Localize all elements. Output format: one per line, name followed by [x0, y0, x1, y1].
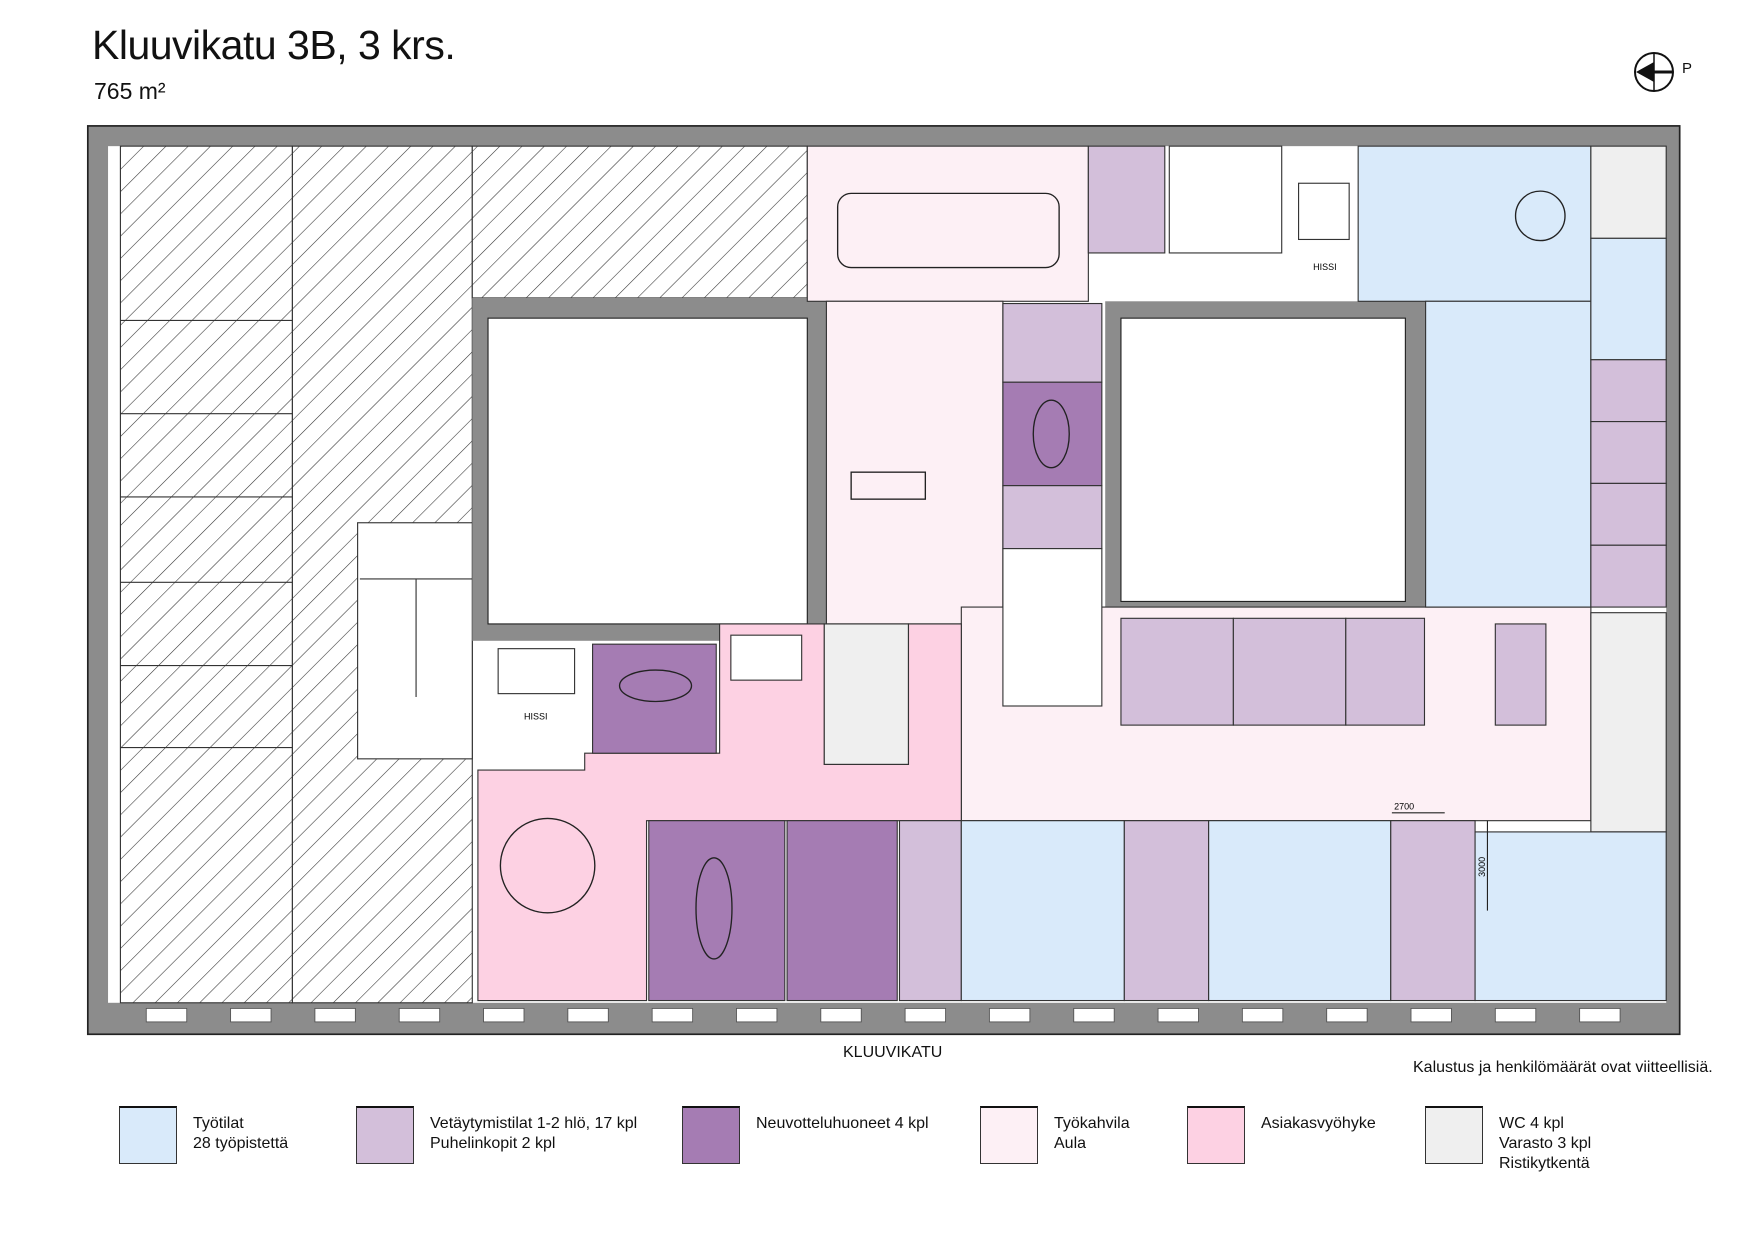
stairwell-center [1002, 548, 1103, 707]
zone-workspace-top [1357, 145, 1592, 302]
zone-retreat [1120, 617, 1234, 726]
disclaimer-note: Kalustus ja henkilömäärät ovat viitteell… [1413, 1059, 1713, 1076]
shaft [730, 634, 803, 681]
hatched-area-left [119, 145, 293, 1004]
legend-sublabel: Ristikytkentä [1499, 1155, 1590, 1172]
legend-label: Työtilat [193, 1115, 244, 1132]
page-title: Kluuvikatu 3B, 3 krs. [92, 22, 456, 68]
legend-swatch [682, 1106, 740, 1164]
north-arrow-icon [1634, 52, 1674, 92]
zone-retreat [1390, 820, 1476, 1002]
zone-tyokahvila-top [806, 145, 1089, 302]
legend-label: Työkahvila [1054, 1115, 1130, 1132]
legend-sublabel: 28 työpistettä [193, 1135, 289, 1152]
zone-retreat [1590, 359, 1667, 423]
elevator-top [1298, 182, 1350, 241]
zone-storage [1590, 145, 1667, 239]
legend-item-asiakasvyohyke: Asiakasvyöhyke [1187, 1106, 1376, 1164]
legend-swatch [1187, 1106, 1245, 1164]
legend-swatch [356, 1106, 414, 1164]
zone-workspace-right [1425, 300, 1592, 608]
legend-item-tyotilat: Työtilat 28 työpistettä [119, 1106, 288, 1164]
legend-label: Neuvotteluhuoneet 4 kpl [756, 1115, 929, 1132]
legend-swatch [980, 1106, 1038, 1164]
legend-sublabel: Varasto 3 kpl [1499, 1135, 1592, 1152]
legend-label: Asiakasvyöhyke [1261, 1115, 1376, 1132]
courtyard-2-light [1120, 317, 1406, 603]
elevators-left [497, 648, 576, 695]
zone-meeting-room [1002, 381, 1103, 487]
zone-workspace [1208, 820, 1392, 1002]
legend-label: WC 4 kpl [1499, 1115, 1564, 1132]
legend-sublabel: Aula [1054, 1135, 1087, 1152]
zone-tyokahvila-side [825, 300, 1004, 625]
floor-area: 765 m² [94, 78, 166, 104]
zone-retreat [1590, 544, 1667, 608]
elevator-label: HISSI [1313, 262, 1336, 272]
zone-wc [1590, 612, 1667, 833]
zone-retreat [1590, 482, 1667, 546]
zone-workspace-small [1590, 237, 1667, 361]
zone-retreat [1232, 617, 1347, 726]
courtyard-1-light [487, 317, 808, 625]
zone-meeting-room [592, 643, 717, 754]
elevator-label: HISSI [524, 711, 547, 721]
legend-swatch [1425, 1106, 1483, 1164]
zone-retreat [898, 820, 962, 1002]
legend-item-neuvotteluhuoneet: Neuvotteluhuoneet 4 kpl [682, 1106, 929, 1164]
zone-workspace [960, 820, 1125, 1002]
dimension-label: 3000 [1477, 857, 1487, 877]
dimension-label: 2700 [1394, 801, 1414, 811]
zone-retreat [1590, 421, 1667, 484]
legend-sublabel: Puhelinkopit 2 kpl [430, 1135, 556, 1152]
zone-retreat [1002, 302, 1103, 383]
zone-phone-booth [1087, 145, 1166, 254]
zone-workspace [1474, 831, 1667, 1002]
zone-retreat [1123, 820, 1210, 1002]
zone-wc [823, 623, 910, 766]
legend-label: Vetäytymistilat 1-2 hlö, 17 kpl [430, 1115, 638, 1132]
zone-meeting-room [786, 820, 898, 1002]
zone-retreat [1002, 485, 1103, 550]
stairwell-left [357, 522, 473, 760]
zone-phone-booth [1494, 623, 1547, 726]
street-label: KLUUVIKATU [843, 1044, 943, 1061]
compass-label: P [1682, 60, 1693, 77]
legend-swatch [119, 1106, 177, 1164]
hatched-area-top [471, 145, 808, 299]
zone-meeting-room [648, 820, 786, 1002]
stairwell-top [1168, 145, 1283, 254]
zone-retreat [1345, 617, 1426, 726]
